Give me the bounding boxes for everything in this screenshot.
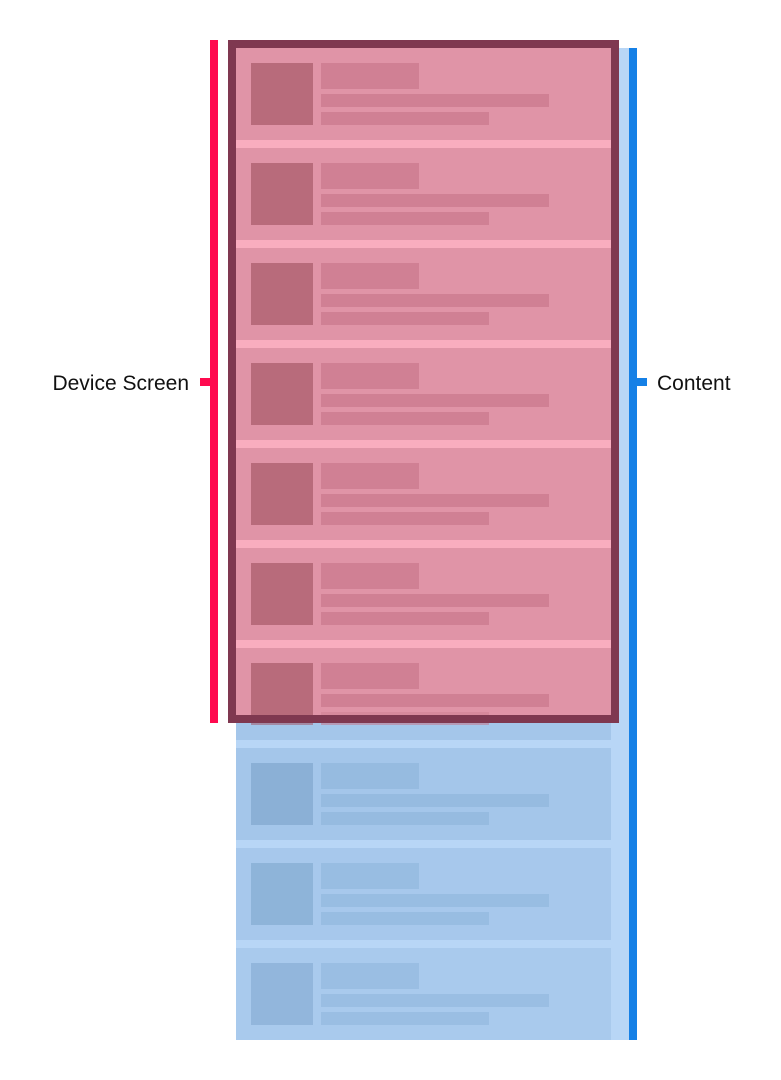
content-label: Content: [657, 372, 731, 395]
list-item-line-placeholder: [321, 94, 549, 107]
list-item-thumbnail: [251, 863, 313, 925]
list-item-thumbnail: [251, 163, 313, 225]
list-item-title-placeholder: [321, 463, 419, 489]
content-bar: [629, 48, 637, 1040]
list-item-line-placeholder: [321, 594, 549, 607]
list-item-line-placeholder: [321, 612, 489, 625]
list-item-thumbnail: [251, 563, 313, 625]
device-screen-bracket: [200, 40, 218, 723]
list-item-thumbnail: [251, 663, 313, 719]
list-item-line-placeholder: [321, 812, 489, 825]
list-item-line-placeholder: [321, 912, 489, 925]
list-item: [236, 448, 611, 540]
list-item: [236, 248, 611, 340]
list-item-thumbnail: [251, 263, 313, 325]
list-item-thumbnail: [251, 63, 313, 125]
list-item-thumbnail: [251, 363, 313, 425]
list-item-title-placeholder: [321, 563, 419, 589]
list-item: [236, 348, 611, 440]
list-item-thumbnail: [251, 963, 313, 1025]
device-screen-label: Device Screen: [52, 372, 189, 395]
device-screen-tick: [200, 378, 212, 386]
list-item: [236, 648, 611, 719]
list-item-line-placeholder: [321, 412, 489, 425]
list-item-title-placeholder: [321, 363, 419, 389]
content-list: [236, 48, 611, 1040]
list-item-title-placeholder: [321, 663, 419, 689]
list-item-thumbnail: [251, 763, 313, 825]
list-item-line-placeholder: [321, 312, 489, 325]
list-item: [236, 948, 611, 1040]
list-item-line-placeholder: [321, 512, 489, 525]
list-item-title-placeholder: [321, 63, 419, 89]
list-item-title-placeholder: [321, 963, 419, 989]
list-item-title-placeholder: [321, 163, 419, 189]
list-item: [236, 548, 611, 640]
list-item: [236, 148, 611, 240]
list-item: [236, 848, 611, 940]
list-item-line-placeholder: [321, 112, 489, 125]
list-item-line-placeholder: [321, 794, 549, 807]
list-item-thumbnail: [251, 463, 313, 525]
content-bracket: [629, 48, 647, 1040]
list-item-line-placeholder: [321, 994, 549, 1007]
content-tick: [635, 378, 647, 386]
list-item-line-placeholder: [321, 294, 549, 307]
device-screen-bar: [210, 40, 218, 723]
list-item-title-placeholder: [321, 863, 419, 889]
list-item-line-placeholder: [321, 494, 549, 507]
list-item-title-placeholder: [321, 263, 419, 289]
list-item: [236, 748, 611, 840]
list-item-title-placeholder: [321, 763, 419, 789]
list-item-line-placeholder: [321, 394, 549, 407]
list-item-line-placeholder: [321, 894, 549, 907]
list-item-line-placeholder: [321, 1012, 489, 1025]
list-item-line-placeholder: [321, 694, 549, 707]
device-screen-frame: [228, 40, 619, 723]
list-item-line-placeholder: [321, 194, 549, 207]
list-item: [236, 48, 611, 140]
list-item-line-placeholder: [321, 212, 489, 225]
